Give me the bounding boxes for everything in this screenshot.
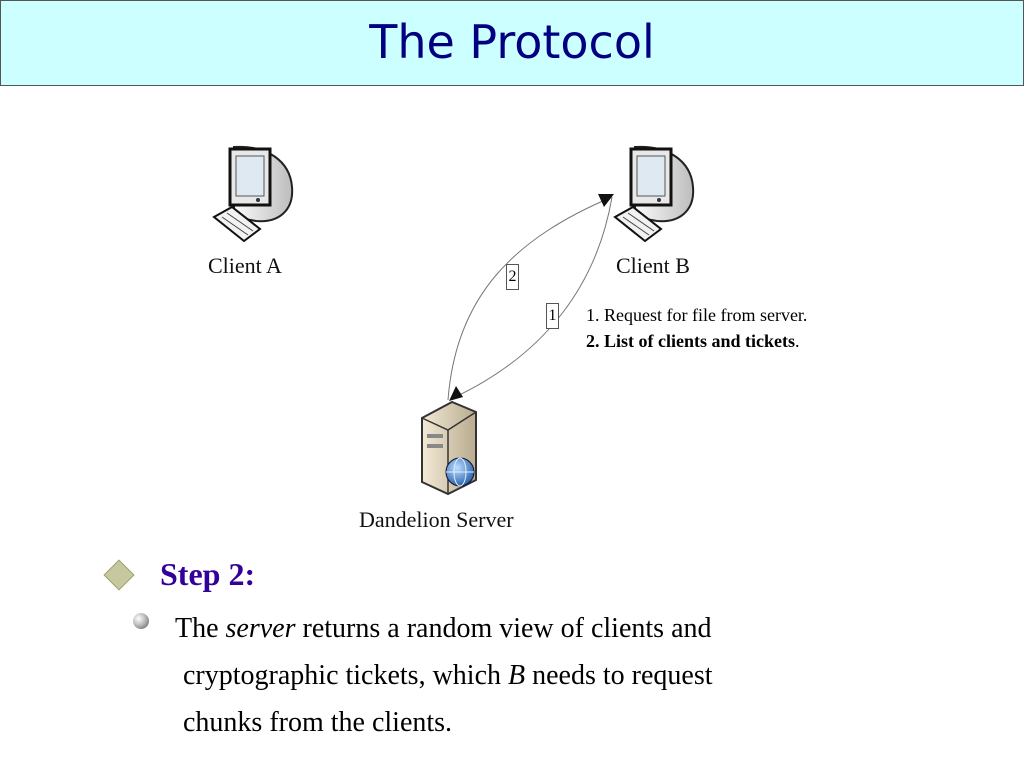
title-bar: The Protocol — [0, 0, 1024, 86]
step-description: The server returns a random view of clie… — [175, 605, 895, 746]
text-server-italic: server — [225, 613, 296, 644]
client-a-label: Client A — [208, 253, 282, 278]
arrow-1-label: 1 — [546, 303, 559, 329]
text-the: The — [175, 613, 226, 644]
text-needs: needs to request — [525, 660, 713, 691]
legend-item-2: 2. List of clients and tickets. — [586, 328, 807, 354]
arrow-1-curve — [452, 196, 613, 399]
text-b-italic: B — [508, 660, 526, 691]
legend-item-2-suffix: . — [795, 331, 800, 351]
client-b-label: Client B — [616, 253, 690, 278]
arrow-2-curve — [447, 196, 613, 401]
diagram-legend: 1. Request for file from server. 2. List… — [586, 302, 807, 354]
description-line-3: chunks from the clients. — [183, 707, 453, 738]
server-icon — [421, 400, 477, 496]
server-label: Dandelion Server — [359, 507, 514, 532]
step-heading: Step 2: — [160, 556, 256, 592]
description-line-1: The server returns a random view of clie… — [175, 605, 895, 652]
arrow-2-head — [598, 194, 614, 207]
arrow-2-label: 2 — [506, 264, 519, 290]
text-returns: returns a random view of clients and — [295, 613, 712, 644]
sphere-bullet-icon — [133, 613, 149, 629]
legend-item-2-text: 2. List of clients and tickets — [586, 331, 795, 351]
description-line-2: cryptographic tickets, which B needs to … — [175, 652, 895, 699]
slide-title: The Protocol — [369, 15, 655, 69]
text-cryptographic: cryptographic tickets, which — [183, 660, 509, 691]
client-a-computer-icon — [212, 145, 294, 243]
legend-item-1: 1. Request for file from server. — [586, 305, 808, 325]
client-b-computer-icon — [613, 145, 695, 243]
arrow-1-head — [449, 386, 463, 401]
